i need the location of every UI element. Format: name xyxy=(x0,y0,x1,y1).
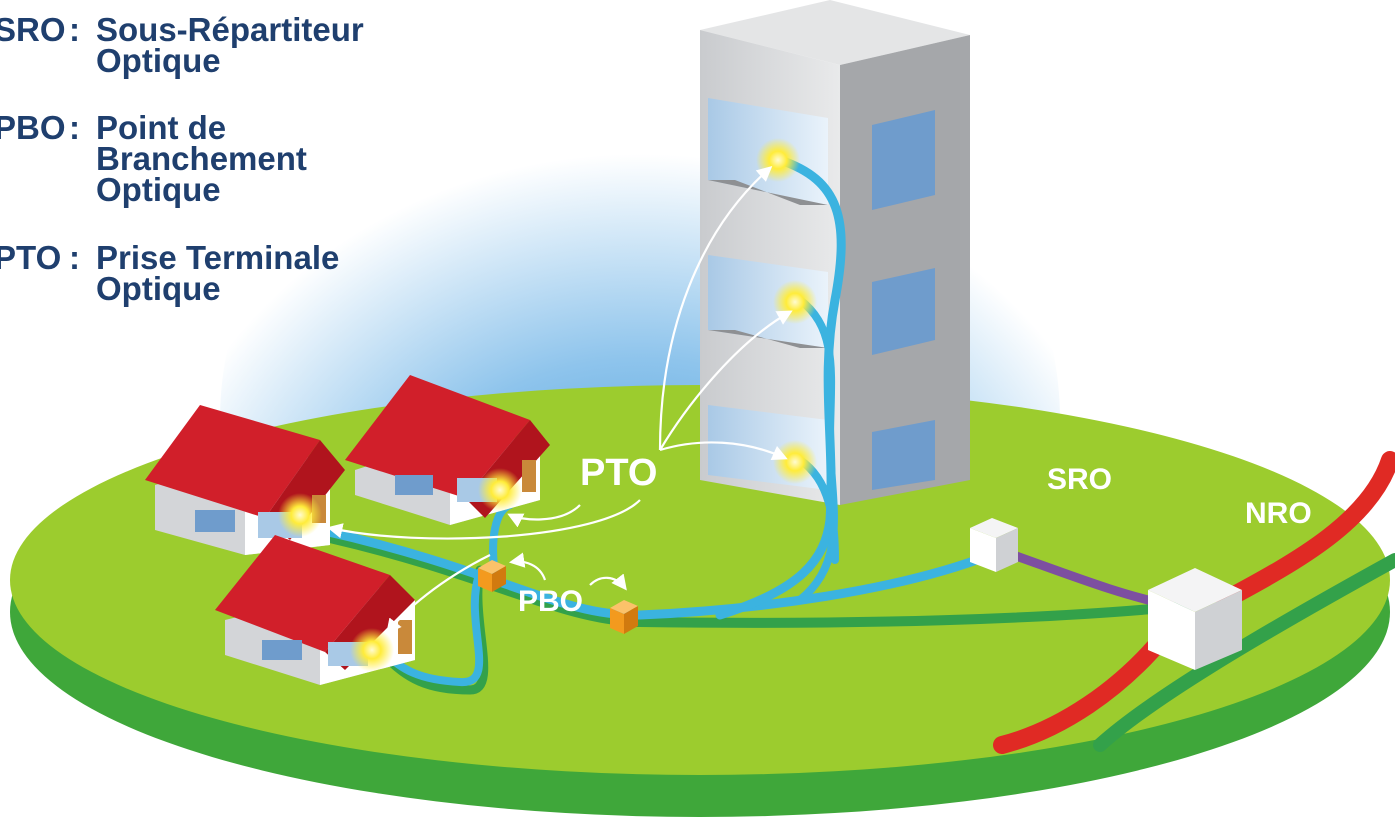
nro-box xyxy=(1148,568,1242,670)
legend-colon: : xyxy=(69,109,80,146)
legend-line: Optique xyxy=(96,42,221,79)
pbo-box-2 xyxy=(610,600,638,634)
legend-abbr: SRO xyxy=(0,11,66,48)
legend-line: Optique xyxy=(96,171,221,208)
legend-abbr: PBO xyxy=(0,109,66,146)
apartment-building xyxy=(700,0,970,505)
connection-arrows xyxy=(326,165,793,635)
label-pbo: PBO xyxy=(518,585,584,618)
label-pto: PTO xyxy=(580,452,658,494)
fiber-cables xyxy=(315,155,1395,754)
legend-line: Point de xyxy=(96,109,227,146)
legend-definition: Prise Terminale Optique xyxy=(96,239,456,307)
legend-definition: Sous-Répartiteur Optique xyxy=(96,11,456,79)
sro-box xyxy=(970,518,1018,572)
legend-line: Prise Terminale xyxy=(96,239,340,276)
label-sro: SRO xyxy=(1047,463,1113,496)
legend-line: Sous-Répartiteur xyxy=(96,11,364,48)
legend-line: Optique xyxy=(96,270,221,307)
legend-abbr: PTO xyxy=(0,239,62,276)
legend-colon: : xyxy=(69,239,80,276)
legend-definition: Point de Branchement Optique xyxy=(96,109,456,208)
legend-colon: : xyxy=(69,11,80,48)
label-nro: NRO xyxy=(1245,497,1312,530)
pbo-box-1 xyxy=(478,560,506,592)
legend-line: Branchement xyxy=(96,140,307,177)
